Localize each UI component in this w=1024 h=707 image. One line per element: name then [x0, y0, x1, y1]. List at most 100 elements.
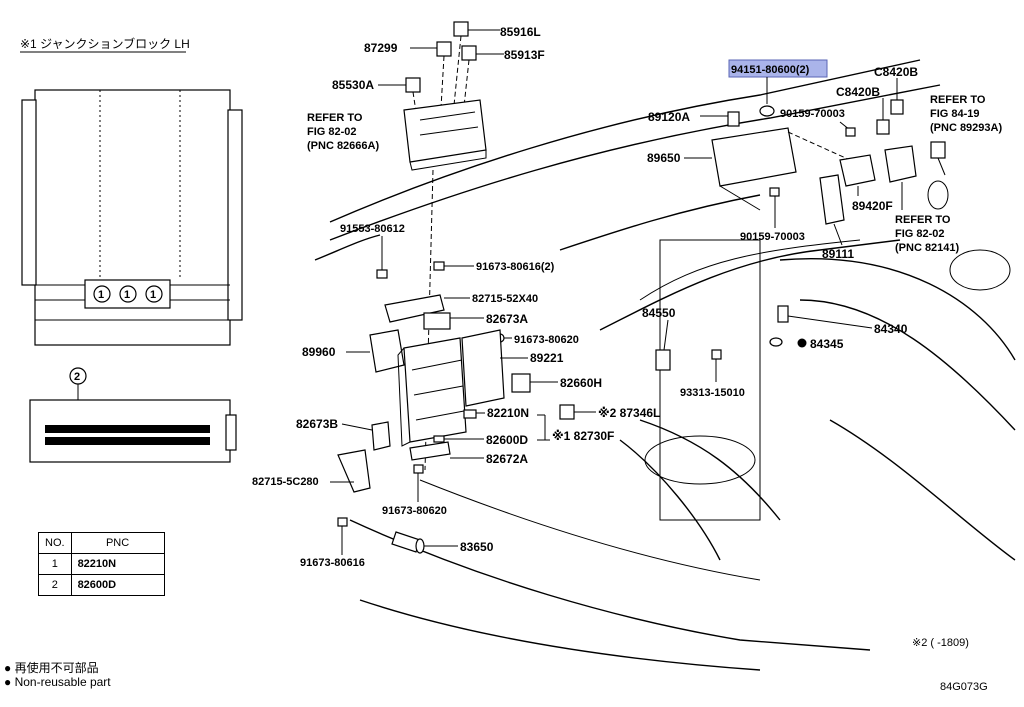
callout-82715-5C280: 82715-5C280 [252, 476, 319, 488]
cover-82672A [409, 441, 484, 461]
bracket-82715-5C280 [330, 449, 371, 493]
callout-94151-80600-2: 94151-80600(2) [731, 64, 810, 76]
callout-91673-80616: 91673-80616 [300, 557, 365, 569]
refer2-line1: REFER TO [930, 94, 986, 106]
refer1-line3: (PNC 82666A) [307, 140, 379, 152]
bolt-91673-80620-b [413, 464, 424, 502]
callout-82673A: 82673A [486, 312, 528, 326]
fuse-82210N [463, 409, 485, 419]
pnc-row-no: 1 [38, 553, 72, 575]
callout-90159-70003-b: 90159-70003 [740, 231, 805, 243]
callout-89960: 89960 [302, 345, 336, 359]
callout-89120A: 89120A [648, 110, 690, 124]
callout-89111: 89111 [822, 247, 854, 261]
connector-C8420B-a [876, 98, 890, 135]
callout-C8420B-b: C8420B [874, 65, 918, 79]
switch-84550 [655, 349, 671, 371]
circle-label-1c: 1 [150, 289, 156, 301]
module-89111 [819, 174, 845, 246]
connector-82673A [423, 312, 484, 330]
junction-block-title: ※1 ジャンクションブロック LH [20, 36, 190, 51]
ecu-89221 [461, 329, 528, 407]
switch-84340 [777, 305, 873, 329]
circle-label-1a: 1 [98, 289, 104, 301]
bracket-82715-52X40 [384, 294, 470, 323]
connector-C8420B-b [890, 78, 904, 115]
callout-82673B: 82673B [296, 417, 338, 431]
refer2-line3: (PNC 89293A) [930, 122, 1002, 134]
callout-89420F: 89420F [852, 199, 893, 213]
callout-85913F: 85913F [504, 48, 545, 62]
callout-89650: 89650 [647, 151, 681, 165]
circle-label-2: 2 [74, 371, 80, 383]
bolt-91553 [376, 269, 388, 279]
refer3-line3: (PNC 82141) [895, 242, 960, 254]
callout-91553-80612: 91553-80612 [340, 223, 405, 235]
relay-87346L [559, 404, 596, 420]
refer3-line1: REFER TO [895, 214, 951, 226]
table-row: 2 82600D [38, 574, 165, 596]
callout-87299: 87299 [364, 41, 398, 55]
callout-82660H: 82660H [560, 376, 602, 390]
grommet-84345 [769, 337, 807, 348]
module-89960 [346, 329, 405, 373]
callout-83650: 83650 [460, 540, 494, 554]
fuse-82600D [433, 435, 484, 443]
callout-82715-52X40: 82715-52X40 [472, 293, 538, 305]
callout-82672A: 82672A [486, 452, 528, 466]
callout-82730F: ※1 82730F [552, 429, 614, 443]
callout-85916L: 85916L [500, 25, 541, 39]
refer1-line1: REFER TO [307, 112, 363, 124]
figure-id: 84G073G [940, 681, 988, 693]
circle-label-1b: 1 [124, 289, 130, 301]
callout-91673-80620-b: 91673-80620 [382, 505, 447, 517]
clip-89120A [700, 111, 740, 127]
callout-89221: 89221 [530, 351, 564, 365]
bolt-93313 [711, 349, 722, 382]
bracket-82141 [884, 145, 917, 210]
bolt-91673-80616 [337, 517, 348, 555]
nut-94151 [759, 105, 775, 117]
callout-87346L: ※2 87346L [598, 406, 660, 420]
callout-85530A: 85530A [332, 78, 374, 92]
callout-82600D: 82600D [486, 433, 528, 447]
bolt-90159-b [769, 187, 780, 228]
callout-93313-15010: 93313-15010 [680, 387, 745, 399]
relay-block [403, 99, 487, 471]
callout-84345: 84345 [810, 337, 844, 351]
leader-84550 [663, 319, 669, 351]
bolt-91673-80616-2 [433, 261, 474, 271]
callout-91673-80620-a: 91673-80620 [514, 334, 579, 346]
callout-90159-70003-a: 90159-70003 [780, 108, 845, 120]
pnc-row-code: 82210N [70, 553, 165, 575]
refer3-line2: FIG 82-02 [895, 228, 945, 240]
circle-label-1-group: 1 1 1 [93, 285, 163, 303]
junction-block-main [397, 337, 467, 447]
pnc-header-pnc: PNC [70, 532, 165, 554]
table-row: 1 82210N [38, 553, 165, 575]
callout-91673-80616-2: 91673-80616(2) [476, 261, 555, 273]
pnc-table-header: NO. PNC [38, 532, 165, 554]
legend-en: ● Non-reusable part [4, 675, 111, 689]
junction-block-front-view [21, 89, 243, 346]
callout-84550: 84550 [642, 306, 676, 320]
highlight-94151 [728, 59, 828, 78]
connector-89293A [930, 141, 946, 176]
relay-82660H [511, 373, 558, 393]
callout-C8420B-a: C8420B [836, 85, 880, 99]
pnc-row-code: 82600D [70, 574, 165, 596]
refer1-line2: FIG 82-02 [307, 126, 357, 138]
callout-84340: 84340 [874, 322, 908, 336]
junction-block-side-view: 2 [29, 367, 237, 463]
relay-85913F [461, 45, 504, 126]
legend-jp: ● 再使用不可部品 [4, 661, 99, 675]
module-89650 [684, 127, 851, 211]
sensor-89420F [839, 154, 876, 196]
cylinder-83650 [391, 531, 458, 554]
refer2-line2: FIG 84-19 [930, 108, 980, 120]
pnc-header-no: NO. [38, 532, 72, 554]
pnc-row-no: 2 [38, 574, 72, 596]
footnote-range: ※2 ( -1809) [912, 637, 969, 649]
callout-82210N: 82210N [487, 406, 529, 420]
